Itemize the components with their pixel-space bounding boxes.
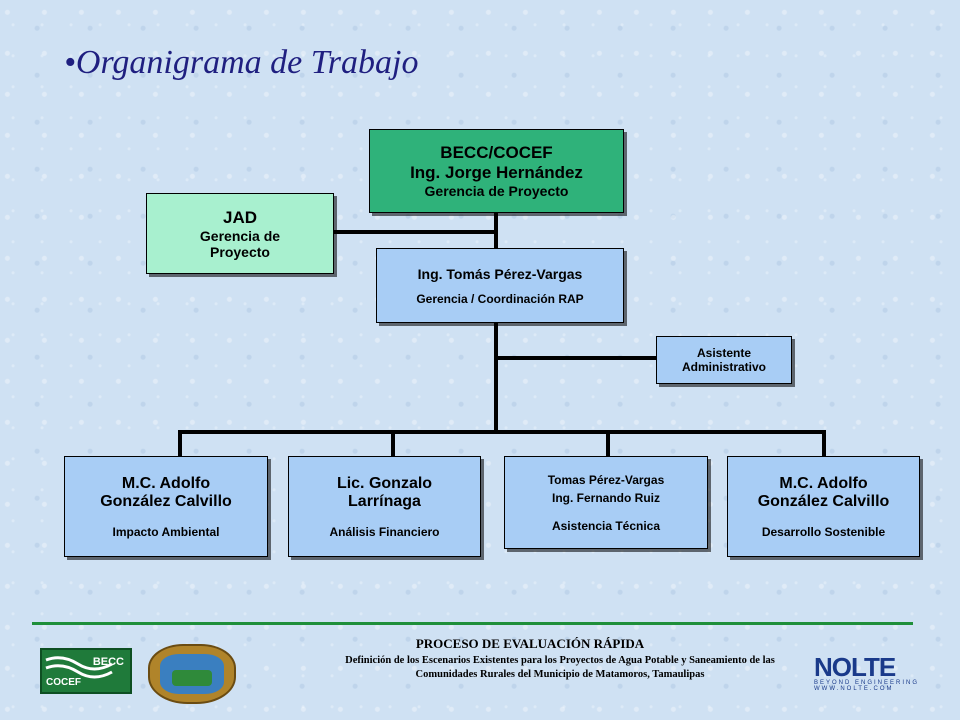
node-top-line1: BECC/COCEF: [440, 143, 553, 162]
node-top-line2: Ing. Jorge Hernández: [410, 163, 583, 182]
node-child1-line3: Impacto Ambiental: [112, 524, 220, 539]
node-child2-line3: Análisis Financiero: [329, 524, 440, 539]
node-coordinator-line1: Ing. Tomás Pérez-Vargas: [417, 265, 583, 282]
node-child3-line1: Tomas Pérez-Vargas: [547, 472, 665, 487]
node-top-line3: Gerencia de Proyecto: [424, 183, 569, 199]
node-coordinator: Ing. Tomás Pérez-Vargas Gerencia / Coord…: [376, 248, 624, 323]
node-child1-line1: M.C. Adolfo: [121, 474, 211, 492]
footer-description: Definición de los Escenarios Existentes …: [345, 655, 775, 680]
node-child4-line2: González Calvillo: [757, 492, 890, 510]
node-top-becc-cocef: BECC/COCEF Ing. Jorge Hernández Gerencia…: [369, 129, 624, 213]
node-child2-line1: Lic. Gonzalo: [336, 474, 433, 492]
becc-wave-icon: [45, 656, 113, 679]
node-jad-line3: Proyecto: [210, 243, 270, 260]
node-jad-line1: JAD: [222, 207, 257, 227]
nolte-tagline: BEYOND ENGINEERING WWW.NOLTE.COM: [814, 680, 920, 692]
node-coordinator-line2: Gerencia / Coordinación RAP: [416, 291, 584, 306]
node-child1-line2: González Calvillo: [100, 492, 232, 510]
seal-landscape-icon: [172, 670, 212, 686]
becc-cocef-logo: BECC COCEF: [40, 648, 132, 694]
node-assistant-line1: Asistente: [696, 346, 752, 360]
node-child4-line3: Desarrollo Sostenible: [761, 524, 886, 539]
matamoros-seal-logo: [148, 644, 236, 704]
node-child-desarrollo-sostenible: M.C. Adolfo González Calvillo Desarrollo…: [727, 456, 920, 557]
node-assistant: Asistente Administrativo: [656, 336, 792, 384]
node-jad: JAD Gerencia de Proyecto: [146, 193, 334, 274]
becc-logo-text: BECC: [92, 656, 124, 668]
footer-title: PROCESO DE EVALUACIÓN RÁPIDA: [415, 636, 645, 651]
nolte-logo: NOLTE: [814, 652, 896, 682]
cocef-logo-text: COCEF: [46, 677, 81, 688]
node-jad-line2: Gerencia de: [199, 227, 281, 244]
node-assistant-line2: Administrativo: [681, 360, 766, 374]
node-child2-line2: Larrínaga: [348, 492, 421, 510]
node-child-impacto-ambiental: M.C. Adolfo González Calvillo Impacto Am…: [64, 456, 268, 557]
node-child-asistencia-tecnica: Tomas Pérez-Vargas Ing. Fernando Ruiz As…: [504, 456, 708, 549]
node-child4-line1: M.C. Adolfo: [779, 474, 868, 492]
slide-title: •Organigrama de Trabajo: [64, 44, 419, 81]
node-child-analisis-financiero: Lic. Gonzalo Larrínaga Análisis Financie…: [288, 456, 481, 557]
footer-divider: [32, 622, 913, 625]
node-child3-line2: Ing. Fernando Ruiz: [552, 490, 660, 505]
node-child3-line3: Asistencia Técnica: [551, 518, 661, 533]
